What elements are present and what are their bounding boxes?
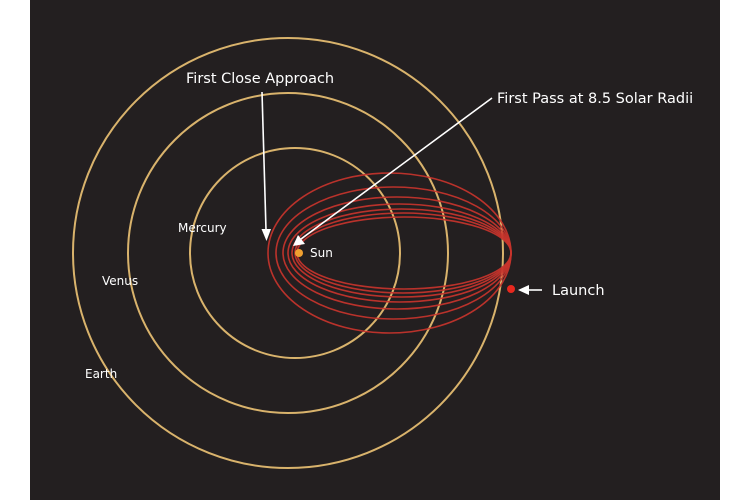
first-close-approach-label: First Close Approach xyxy=(186,71,334,87)
launch-point-icon xyxy=(507,285,515,293)
planet-orbits xyxy=(72,37,504,469)
first-pass-label: First Pass at 8.5 Solar Radii xyxy=(497,91,693,107)
first-pass-arrow-line xyxy=(300,97,493,240)
venus-label: Venus xyxy=(102,274,138,288)
first-close-approach-arrow-line xyxy=(261,91,267,231)
sun-icon xyxy=(295,249,303,257)
first-pass-arrow-icon xyxy=(293,235,305,246)
orbit-diagram: Sun Mercury Venus Earth First Close Appr… xyxy=(30,0,720,500)
earth-orbit xyxy=(72,37,504,469)
mercury-orbit xyxy=(189,147,401,359)
earth-label: Earth xyxy=(85,367,117,381)
launch-arrow-icon xyxy=(518,285,529,295)
sun-label: Sun xyxy=(310,246,333,260)
first-close-approach-arrow-icon xyxy=(261,229,271,241)
venus-orbit xyxy=(127,92,449,414)
launch-label: Launch xyxy=(552,283,605,299)
orbit-diagram-svg: Sun Mercury Venus Earth First Close Appr… xyxy=(72,37,693,469)
probe-orbits xyxy=(267,172,512,334)
mercury-label: Mercury xyxy=(178,221,227,235)
